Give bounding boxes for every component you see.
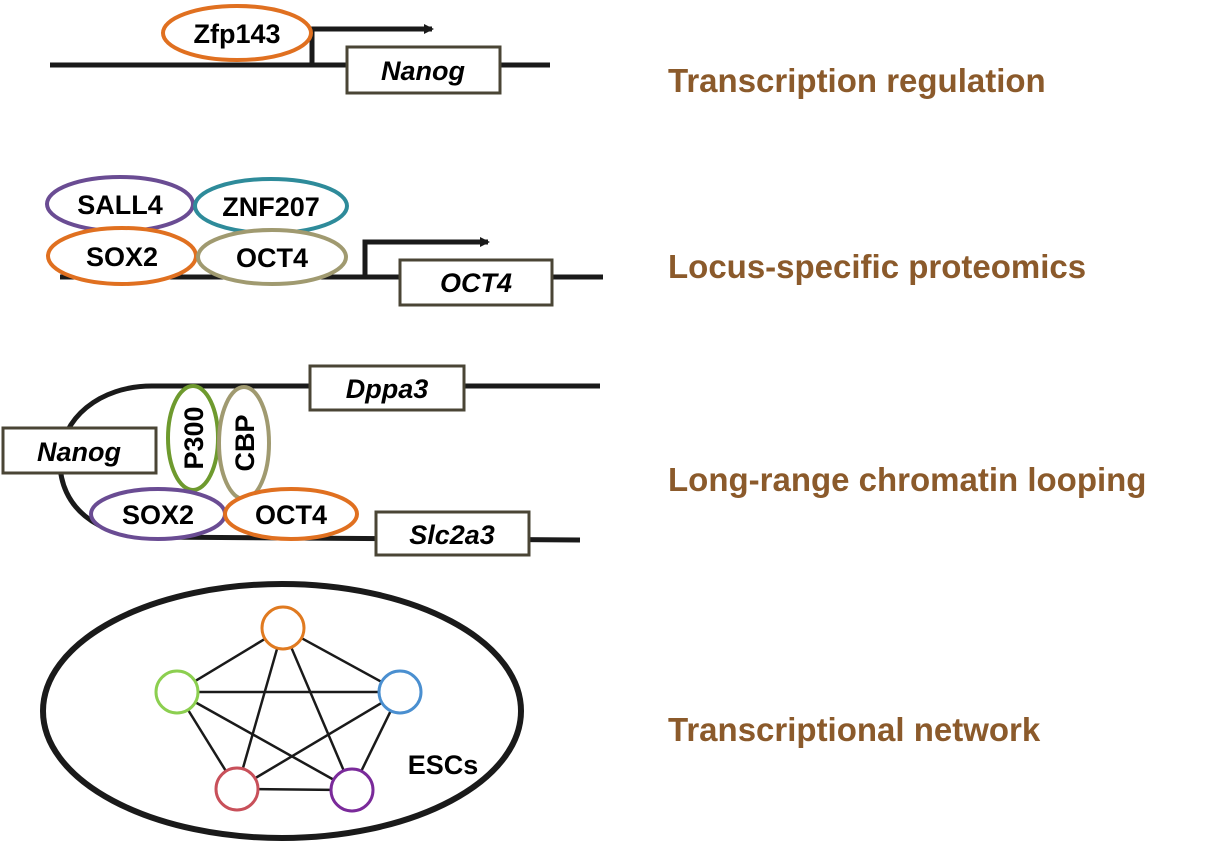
slc2a3-box [374,510,531,557]
network-node [260,605,306,651]
gene-box [345,45,502,95]
panel-locus-specific-proteomics: OCT4 SALL4 ZNF207 SOX2 OCT4 Locus-specif… [45,175,1086,307]
oct4-ellipse [196,228,348,286]
network-node [154,669,200,715]
network-edge [300,636,383,684]
network-edge [194,637,266,683]
panel-transcription-regulation: Nanog Zfp143 Transcription regulation [50,4,1046,99]
panel-transcriptional-network: ESCs Transcriptional network [40,581,1041,841]
gene-box [398,258,554,307]
esc-cell [40,581,524,841]
sox2-label: SOX2 [86,242,158,272]
panel-long-range-chromatin-looping: Dppa3 Nanog Slc2a3 P300 CBP SOX2 OCT4 Lo… [1,364,1146,557]
cbp-label: CBP [230,414,260,471]
gene-label: Nanog [381,56,466,86]
panel-title: Transcriptional network [668,711,1041,748]
nanog-label: Nanog [37,437,122,467]
p300-label: P300 [179,406,209,469]
cell-label: ESCs [408,750,479,780]
panel-title: Locus-specific proteomics [668,248,1086,285]
zfp143-ellipse [161,4,313,62]
factor-label: Zfp143 [193,19,280,49]
network-node [329,767,375,813]
network-edge [186,709,228,772]
network-node [377,669,423,715]
oct4-label: OCT4 [236,243,308,273]
panel-title: Long-range chromatin looping [668,461,1146,498]
gene-label: OCT4 [440,268,512,298]
nanog-box [1,426,158,475]
network-edge [360,710,392,772]
oct4-ellipse [223,487,359,541]
network-edge [290,646,345,772]
network-edge [254,701,383,780]
network-edge [241,647,279,770]
panel-title: Transcription regulation [668,62,1046,99]
network-node [214,766,260,812]
network-edge [194,701,335,781]
network-edge [257,787,332,792]
znf207-label: ZNF207 [222,192,320,222]
dppa3-box [308,364,466,412]
sox2-label: SOX2 [122,500,194,530]
tss-arrow [362,237,490,277]
network-nodes [154,605,423,813]
dppa3-label: Dppa3 [346,374,429,404]
sox2-ellipse [46,226,198,286]
oct4-label: OCT4 [255,500,327,530]
slc2a3-label: Slc2a3 [409,520,495,550]
sall4-label: SALL4 [77,190,163,220]
network-edges [186,636,392,792]
